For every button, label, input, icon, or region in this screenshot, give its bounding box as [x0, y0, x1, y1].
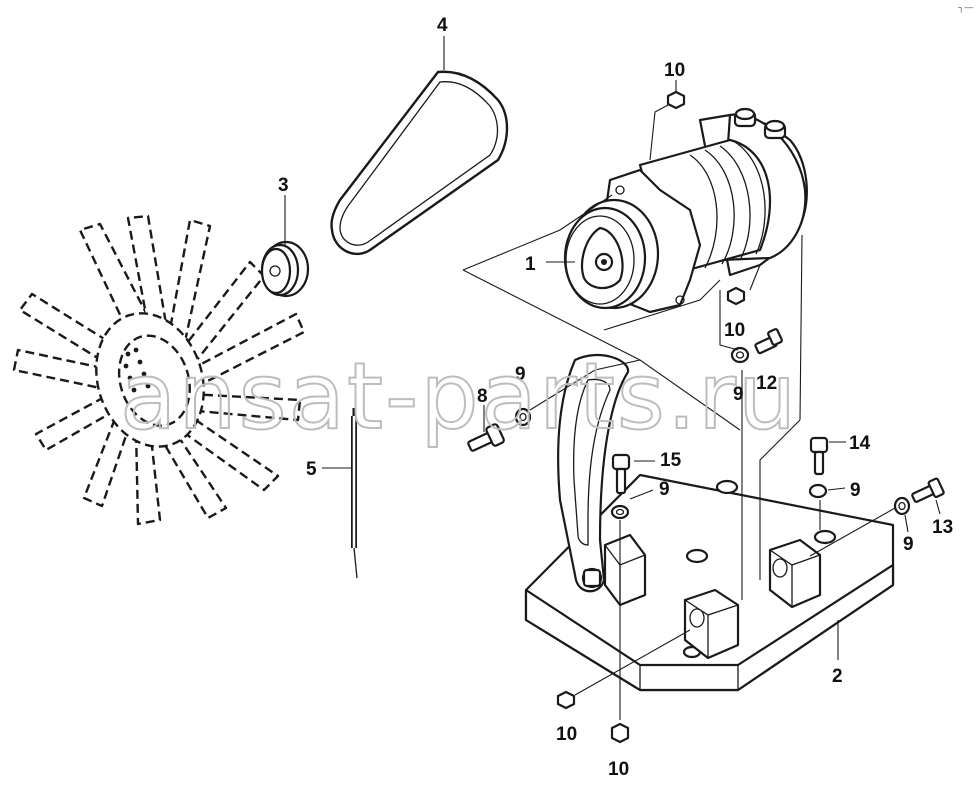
callout-13: 13 [932, 517, 953, 538]
callout-15: 15 [660, 450, 682, 471]
callout-10a: 10 [664, 60, 685, 81]
callout-1: 1 [525, 254, 536, 275]
callout-14: 14 [849, 433, 871, 454]
fasteners-icon [467, 80, 945, 744]
fan-icon [12, 214, 306, 526]
callout-10b: 10 [724, 320, 745, 341]
assembly-lines [462, 103, 896, 720]
ac-compressor-icon [546, 107, 808, 314]
callout-10d: 10 [608, 759, 629, 780]
callout-9d: 9 [850, 480, 861, 501]
callout-9c: 9 [659, 479, 670, 500]
mounting-bracket-icon [524, 354, 895, 692]
callout-9b: 9 [733, 384, 744, 405]
callout-4: 4 [437, 15, 448, 36]
callout-12: 12 [756, 373, 777, 394]
callout-2: 2 [832, 666, 843, 687]
corner-mark: ┐— [958, 2, 973, 13]
watermark-text: ansat-parts.ru [120, 343, 798, 450]
callout-5: 5 [306, 459, 317, 480]
callout-9a: 9 [515, 364, 526, 385]
v-belt-icon [330, 36, 509, 256]
callout-10c: 10 [556, 724, 577, 745]
pulley-icon [260, 195, 310, 298]
callout-3: 3 [278, 175, 289, 196]
callout-labels: 1 2 3 4 5 8 9 9 9 9 9 10 10 10 10 12 13 … [278, 15, 953, 780]
callout-8: 8 [477, 386, 488, 407]
dipstick-rod-icon [322, 408, 358, 579]
callout-9e: 9 [903, 534, 914, 555]
